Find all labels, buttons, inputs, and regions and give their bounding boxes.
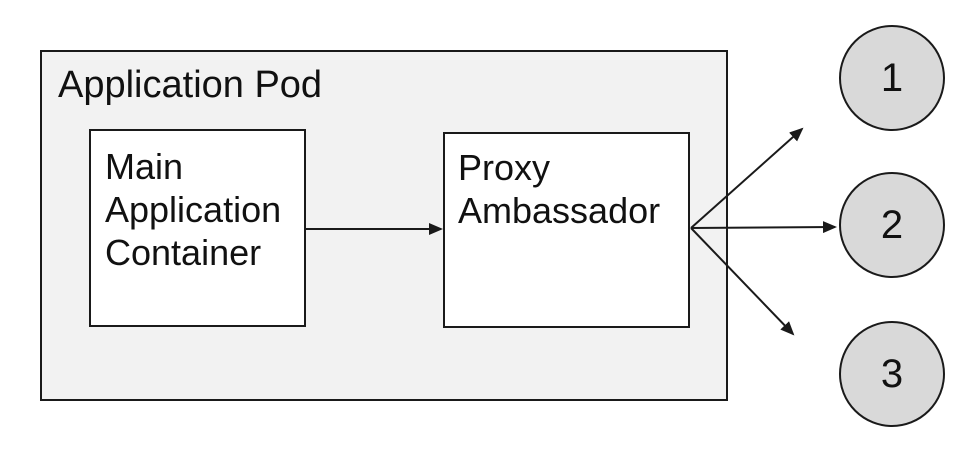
main-application-container-label: Main Application Container (105, 146, 282, 274)
endpoint-circle-1: 1 (839, 25, 945, 131)
endpoint-label-3: 3 (880, 352, 904, 396)
application-pod-box: Application Pod Main Application Contain… (40, 50, 728, 401)
endpoint-circle-2: 2 (839, 172, 945, 278)
main-application-container-box: Main Application Container (89, 129, 306, 327)
application-pod-label: Application Pod (58, 64, 323, 106)
proxy-ambassador-box: Proxy Ambassador (443, 132, 690, 328)
proxy-ambassador-label: Proxy Ambassador (458, 147, 661, 232)
endpoint-label-1: 1 (880, 56, 904, 100)
endpoint-circle-3: 3 (839, 321, 945, 427)
endpoint-label-2: 2 (880, 203, 904, 247)
